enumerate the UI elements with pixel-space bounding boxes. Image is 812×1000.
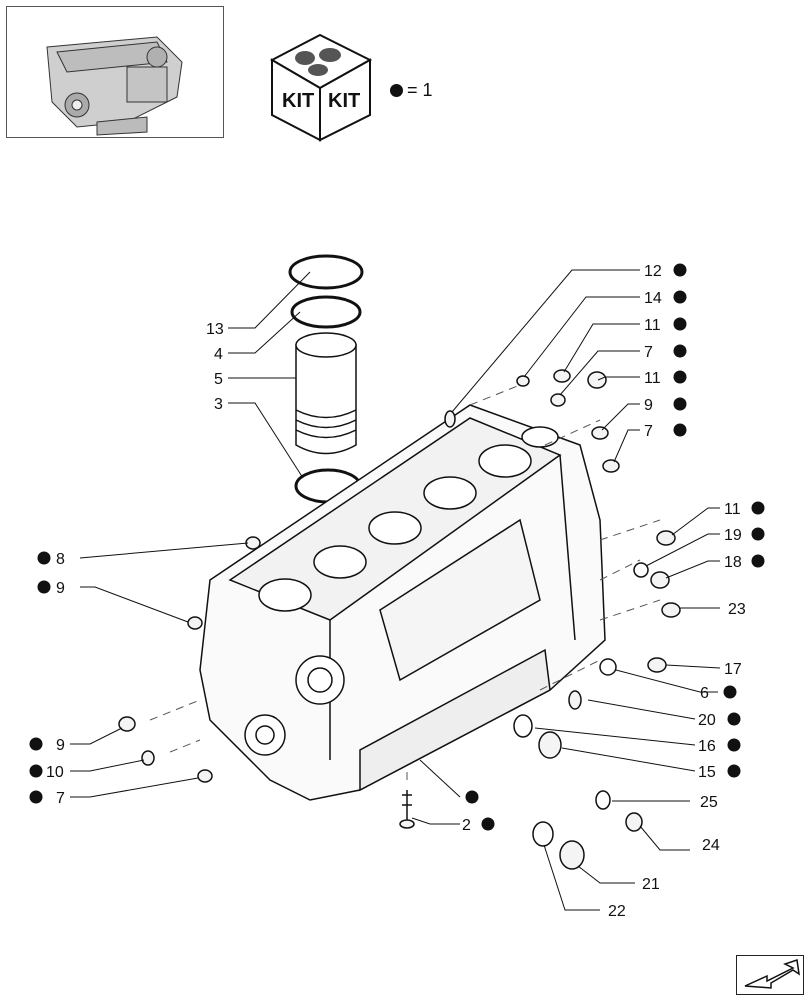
- callout-label-c9b: 9: [56, 580, 65, 597]
- kit-marker-icon: [751, 554, 765, 568]
- kit-marker-icon: [673, 290, 687, 304]
- callout-label-c2: 2: [462, 817, 471, 834]
- kit-marker-icon: [727, 738, 741, 752]
- callout-label-c19: 19: [724, 527, 742, 544]
- kit-marker-icon: [29, 790, 43, 804]
- kit-marker-icon: [465, 790, 479, 804]
- kit-marker-icon: [37, 551, 51, 565]
- kit-marker-icon: [390, 84, 403, 97]
- callout-label-c23: 23: [728, 601, 746, 618]
- callout-label-c9a: 9: [644, 397, 653, 414]
- callout-label-c17: 17: [724, 661, 742, 678]
- callout-label-c15: 15: [698, 764, 716, 781]
- kit-box-icon: KIT KIT: [269, 33, 373, 142]
- callout-labels: 12 14 11 7 11 9 7 13 4 5 3 11 19 18 23 8 9 17 6 20 16 15 9 10 7 2…: [29, 263, 765, 920]
- callout-label-c5: 5: [214, 371, 223, 388]
- kit-marker-icon: [673, 423, 687, 437]
- kit-marker-icon: [37, 580, 51, 594]
- kit-marker-icon: [481, 817, 495, 831]
- callout-label-c20: 20: [698, 712, 716, 729]
- callout-label-c11c: 11: [724, 501, 741, 518]
- leader-lines: [70, 269, 721, 911]
- kit-marker-icon: [723, 685, 737, 699]
- kit-legend-text: = 1: [407, 80, 433, 100]
- callout-label-c7c: 7: [56, 790, 65, 807]
- callout-label-c21: 21: [642, 876, 660, 893]
- kit-marker-icon: [673, 317, 687, 331]
- kit-marker-icon: [751, 527, 765, 541]
- callout-label-c18: 18: [724, 554, 742, 571]
- callout-label-c14: 14: [644, 290, 662, 307]
- next-page-arrow-icon: [744, 959, 800, 989]
- kit-marker-icon: [673, 344, 687, 358]
- kit-marker-icon: [727, 764, 741, 778]
- kit-box-label-left: KIT: [282, 90, 314, 112]
- callout-label-c24: 24: [702, 837, 720, 854]
- callout-label-c8: 8: [56, 551, 65, 568]
- callout-label-c7a: 7: [644, 344, 653, 361]
- callout-label-c12: 12: [644, 263, 662, 280]
- kit-legend: = 1: [390, 80, 433, 101]
- engine-thumbnail-frame: [6, 6, 224, 138]
- callout-label-c25: 25: [700, 794, 718, 811]
- callout-label-c13: 13: [206, 321, 224, 338]
- kit-marker-icon: [673, 370, 687, 384]
- cylinder-liner-group: [288, 254, 364, 504]
- kit-marker-icon: [29, 764, 43, 778]
- kit-marker-icon: [673, 263, 687, 277]
- callout-label-c7b: 7: [644, 423, 653, 440]
- assembly-guides: [149, 384, 661, 780]
- engine-block: [199, 404, 606, 801]
- callout-label-c10: 10: [46, 764, 64, 781]
- kit-marker-icon: [727, 712, 741, 726]
- callout-label-c16: 16: [698, 738, 716, 755]
- callout-label-c22: 22: [608, 903, 626, 920]
- next-page-button[interactable]: [736, 955, 804, 995]
- callout-label-c6: 6: [700, 685, 709, 702]
- kit-marker-icon: [29, 737, 43, 751]
- kit-marker-icon: [751, 501, 765, 515]
- kit-marker-icon: [673, 397, 687, 411]
- callout-label-c11a: 11: [644, 317, 661, 334]
- engine-thumbnail-icon: [46, 36, 183, 136]
- small-parts: [118, 369, 681, 870]
- callout-label-c4: 4: [214, 346, 223, 363]
- callout-label-c9c: 9: [56, 737, 65, 754]
- callout-label-c3: 3: [214, 396, 223, 413]
- kit-box-label-right: KIT: [328, 90, 360, 112]
- callout-label-c11b: 11: [644, 370, 661, 387]
